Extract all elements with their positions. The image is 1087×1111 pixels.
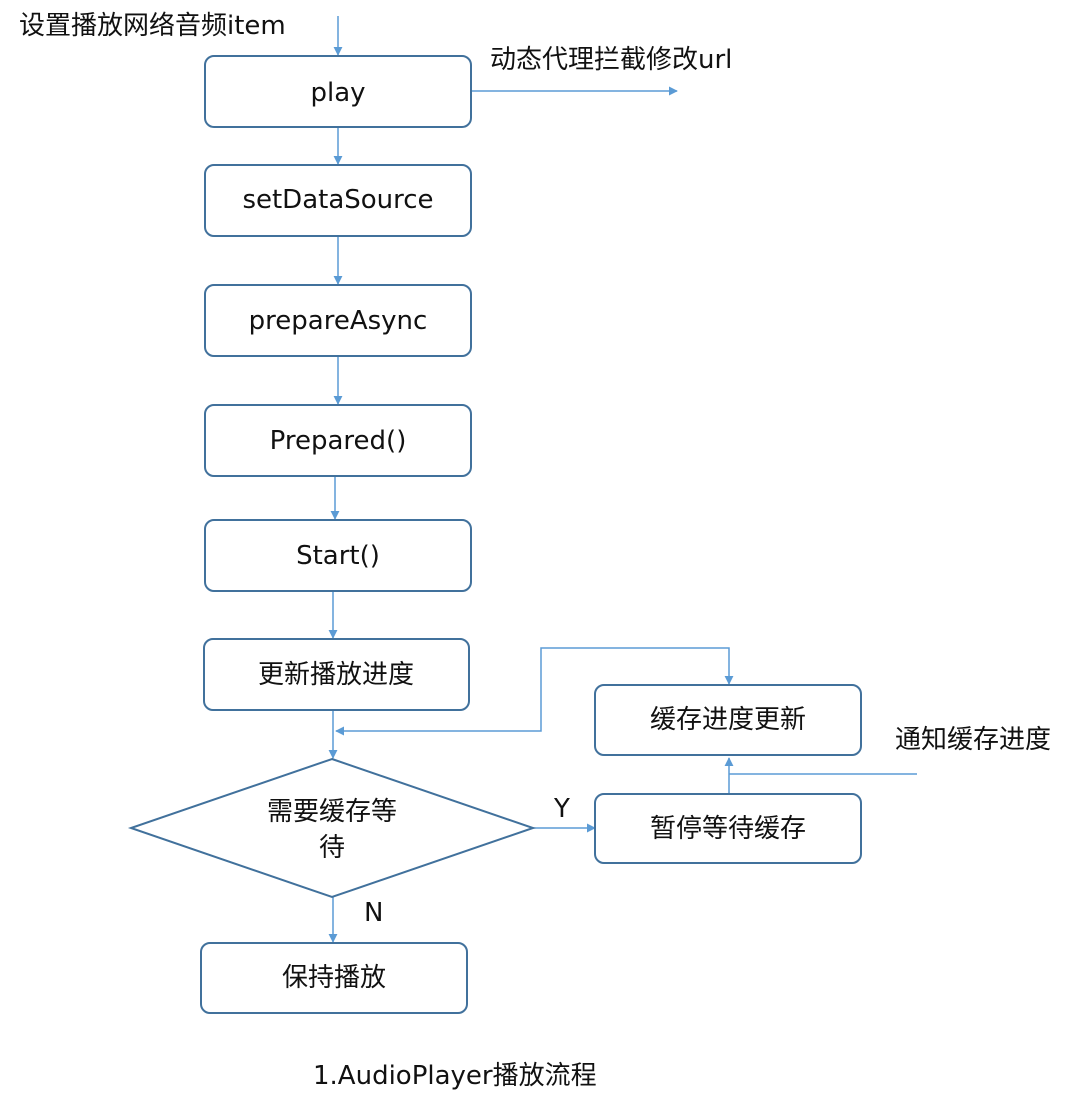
yes-label: Y [553, 794, 570, 824]
node-pause-wait: 暂停等待缓存 [594, 793, 862, 864]
node-prepared: Prepared() [204, 404, 472, 477]
node-keep-playing: 保持播放 [200, 942, 468, 1014]
node-need-buffer-label-line1: 需要缓存等 [267, 797, 397, 827]
no-label: N [364, 898, 383, 928]
node-start-label: Start() [296, 541, 380, 571]
notify-label: 通知缓存进度 [895, 725, 1051, 755]
node-pause-wait-label: 暂停等待缓存 [650, 814, 806, 844]
node-prepareasync: prepareAsync [204, 284, 472, 357]
start-label: 设置播放网络音频item [19, 11, 286, 41]
node-start: Start() [204, 519, 472, 592]
node-buffer-update-label: 缓存进度更新 [650, 705, 806, 735]
node-prepared-label: Prepared() [270, 426, 407, 456]
node-setdatasource-label: setDataSource [242, 185, 433, 215]
node-play: play [204, 55, 472, 128]
node-keep-playing-label: 保持播放 [282, 963, 386, 993]
node-update-progress-label: 更新播放进度 [258, 660, 414, 690]
node-play-label: play [310, 78, 365, 108]
edge-buffer-update-loop [335, 647, 734, 736]
proxy-label: 动态代理拦截修改url [490, 45, 732, 75]
node-need-buffer-decision: 需要缓存等 待 [127, 757, 537, 899]
node-update-progress: 更新播放进度 [203, 638, 470, 711]
caption: 1.AudioPlayer播放流程 [313, 1061, 597, 1091]
node-buffer-update: 缓存进度更新 [594, 684, 862, 756]
node-setdatasource: setDataSource [204, 164, 472, 237]
node-need-buffer-label-line2: 待 [319, 833, 345, 863]
node-prepareasync-label: prepareAsync [249, 306, 428, 336]
